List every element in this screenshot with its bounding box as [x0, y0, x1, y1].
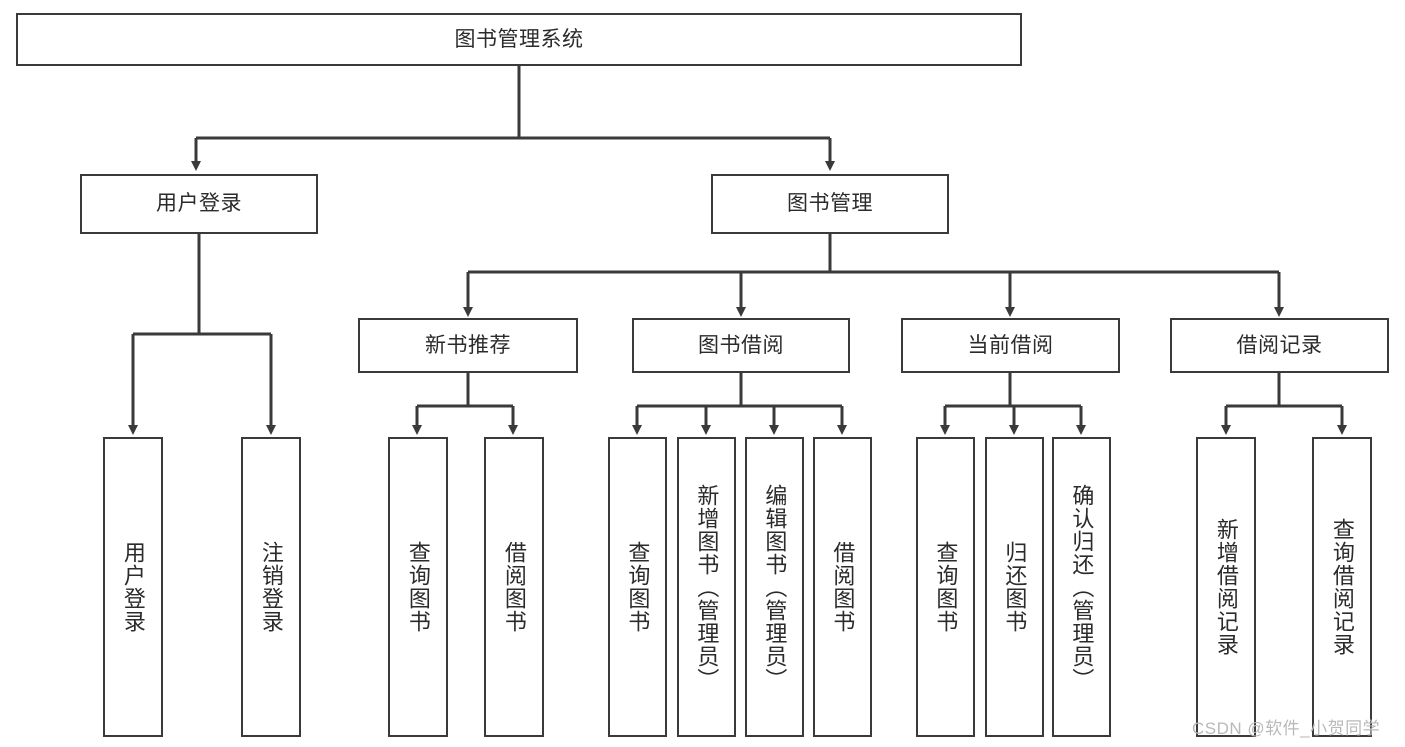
leaf-borrow-book-recommend[interactable]: 借阅图书	[484, 437, 544, 737]
node-label: 查询借阅记录	[1329, 518, 1355, 656]
leaf-query-book-current[interactable]: 查询图书	[916, 437, 975, 737]
node-label: 查询图书	[625, 541, 651, 633]
node-label: 借阅图书	[830, 541, 856, 633]
node-label: 借阅图书	[501, 541, 527, 633]
node-label: 图书借阅	[698, 333, 784, 357]
node-borrow-record[interactable]: 借阅记录	[1170, 318, 1389, 373]
node-current-borrow[interactable]: 当前借阅	[901, 318, 1120, 373]
node-label: 新书推荐	[425, 333, 511, 357]
leaf-edit-book-admin[interactable]: 编辑图书（管理员）	[745, 437, 804, 737]
node-label: 确认归还（管理员）	[1069, 483, 1095, 691]
leaf-query-borrow-record[interactable]: 查询借阅记录	[1312, 437, 1372, 737]
leaf-add-book-admin[interactable]: 新增图书（管理员）	[677, 437, 736, 737]
node-label: 查询图书	[933, 541, 959, 633]
leaf-borrow-book[interactable]: 借阅图书	[813, 437, 872, 737]
node-label: 借阅记录	[1236, 333, 1323, 357]
node-label: 图书管理系统	[454, 27, 584, 51]
leaf-query-book-borrow[interactable]: 查询图书	[608, 437, 667, 737]
node-label: 注销登录	[258, 541, 284, 633]
leaf-logout[interactable]: 注销登录	[241, 437, 301, 737]
leaf-user-login[interactable]: 用户登录	[103, 437, 163, 737]
node-label: 当前借阅	[967, 333, 1054, 357]
node-label: 图书管理	[787, 192, 873, 216]
node-label: 查询图书	[405, 541, 431, 633]
node-label: 归还图书	[1002, 541, 1028, 633]
csdn-watermark: CSDN @软件_小贺同学	[1192, 719, 1381, 738]
leaf-add-borrow-record[interactable]: 新增借阅记录	[1196, 437, 1256, 737]
node-label: 新增借阅记录	[1213, 518, 1239, 656]
node-new-book-recommend[interactable]: 新书推荐	[358, 318, 578, 373]
node-user-login[interactable]: 用户登录	[80, 174, 318, 234]
leaf-confirm-return-admin[interactable]: 确认归还（管理员）	[1052, 437, 1111, 737]
node-label: 用户登录	[156, 192, 242, 216]
node-label: 用户登录	[120, 541, 146, 633]
node-book-borrow[interactable]: 图书借阅	[632, 318, 850, 373]
node-book-management[interactable]: 图书管理	[711, 174, 949, 234]
leaf-return-book[interactable]: 归还图书	[985, 437, 1044, 737]
node-root[interactable]: 图书管理系统	[16, 13, 1022, 66]
node-label: 新增图书（管理员）	[694, 483, 720, 691]
node-label: 编辑图书（管理员）	[762, 483, 788, 691]
leaf-query-book-recommend[interactable]: 查询图书	[388, 437, 448, 737]
